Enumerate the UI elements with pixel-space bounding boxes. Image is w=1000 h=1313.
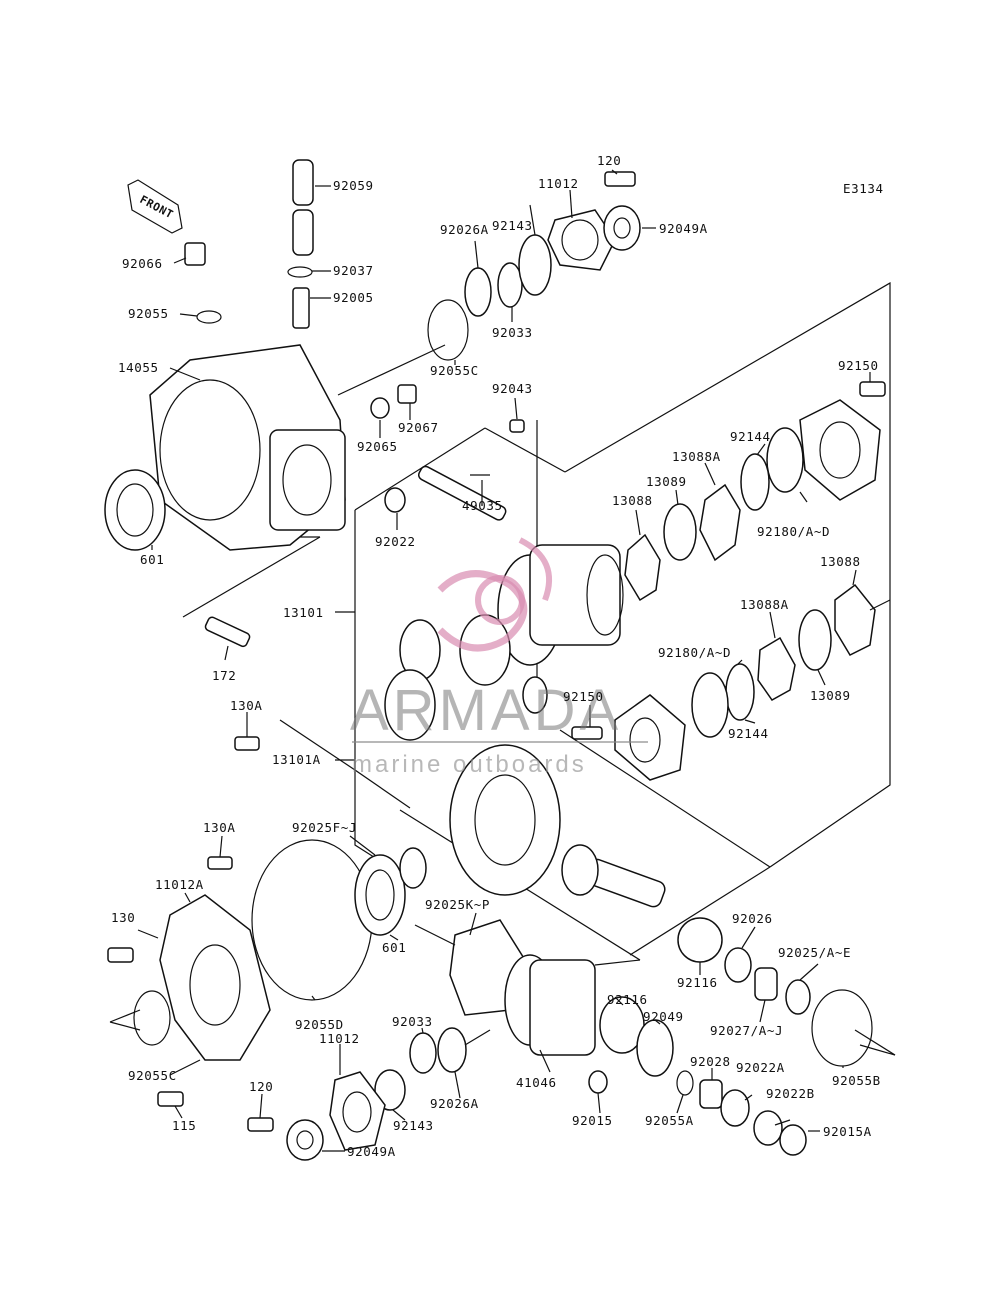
part-label: 92025F~J	[292, 820, 357, 835]
part-label: 13088A	[740, 597, 789, 612]
part-label: 92022B	[766, 1086, 815, 1101]
part-label: 11012	[538, 176, 579, 191]
part-label: 92150	[838, 358, 879, 373]
part-label: 92025K~P	[425, 897, 490, 912]
part-label: 92026A	[440, 222, 489, 237]
part-label: 92022	[375, 534, 416, 549]
part-label: 92022A	[736, 1060, 785, 1075]
part-label: 92116	[677, 975, 718, 990]
part-label: 92055C	[128, 1068, 177, 1083]
part-label: 92180/A~D	[757, 524, 830, 539]
part-label: 92150	[563, 689, 604, 704]
part-label: 601	[382, 940, 406, 955]
part-label: 92033	[492, 325, 533, 340]
part-label: 92049	[643, 1009, 684, 1024]
part-label: 92055	[128, 306, 169, 321]
part-label: 13088	[612, 493, 653, 508]
part-label: 92059	[333, 178, 374, 193]
part-sketches	[104, 159, 886, 1161]
part-label: 92055B	[832, 1073, 881, 1088]
part-label: 92005	[333, 290, 374, 305]
part-label: 92065	[357, 439, 398, 454]
leader-lines	[109, 169, 896, 1152]
part-label: 92116	[607, 992, 648, 1007]
part-label: 92015	[572, 1113, 613, 1128]
part-label: 92143	[393, 1118, 434, 1133]
part-label: 92144	[728, 726, 769, 741]
part-label: 92049A	[347, 1144, 396, 1159]
part-label: 92043	[492, 381, 533, 396]
part-label: 92067	[398, 420, 439, 435]
part-label: 92015A	[823, 1124, 872, 1139]
part-label: 92180/A~D	[658, 645, 731, 660]
part-label: 120	[597, 153, 621, 168]
brand-watermark: ARMADA	[350, 678, 622, 743]
part-label: 92049A	[659, 221, 708, 236]
part-label: 92028	[690, 1054, 731, 1069]
diagram-code: E3134	[843, 181, 884, 196]
part-label: 92144	[730, 429, 771, 444]
part-label: 92066	[122, 256, 163, 271]
part-label: 92033	[392, 1014, 433, 1029]
part-label: 120	[249, 1079, 273, 1094]
part-label: 115	[172, 1118, 196, 1133]
part-label: 92025/A~E	[778, 945, 851, 960]
part-label: 49035	[462, 498, 503, 513]
part-label: 92055A	[645, 1113, 694, 1128]
part-label: 92055C	[430, 363, 479, 378]
part-label: 130A	[230, 698, 263, 713]
part-label: 92143	[492, 218, 533, 233]
part-label: 92026A	[430, 1096, 479, 1111]
part-label: 130A	[203, 820, 236, 835]
part-label: 41046	[516, 1075, 557, 1090]
part-labels: 92059 92037 92005 92066 92055 14055 601 …	[111, 153, 881, 1159]
part-label: 13088A	[672, 449, 721, 464]
assembly-frame-lines	[127, 179, 891, 966]
armada-watermark: ARMADA marine outboards	[350, 537, 648, 778]
part-label: 130	[111, 910, 135, 925]
part-label: 92055D	[295, 1017, 344, 1032]
part-label: 11012	[319, 1031, 360, 1046]
part-label: 13101	[283, 605, 324, 620]
part-label: 92037	[333, 263, 374, 278]
part-label: 601	[140, 552, 164, 567]
part-label: 13089	[810, 688, 851, 703]
part-label: 14055	[118, 360, 159, 375]
part-label: 92026	[732, 911, 773, 926]
part-label: 172	[212, 668, 236, 683]
part-label: 92027/A~J	[710, 1023, 783, 1038]
part-label: 13088	[820, 554, 861, 569]
tagline-watermark: marine outboards	[352, 751, 587, 778]
part-label: 11012A	[155, 877, 204, 892]
part-label: 13089	[646, 474, 687, 489]
armada-logo-mark	[437, 537, 552, 652]
part-label: 13101A	[272, 752, 321, 767]
